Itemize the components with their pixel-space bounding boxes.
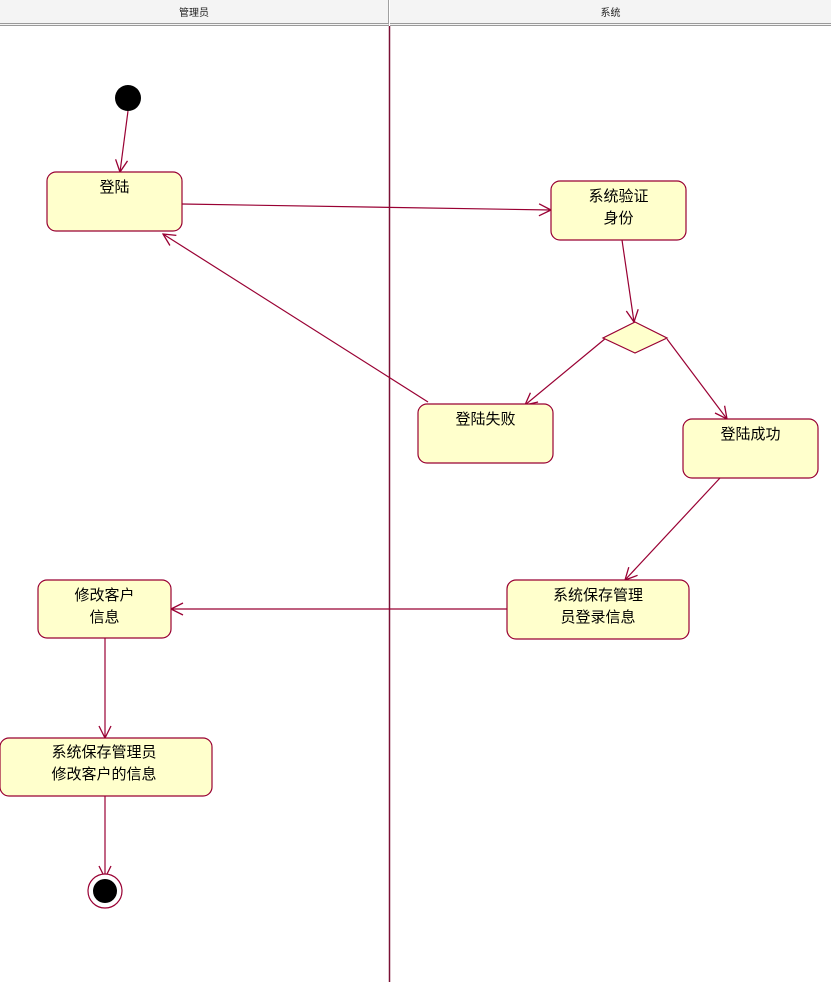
activity-verify-label-line2: 身份: [603, 209, 633, 227]
activity-modify-customer-info[interactable]: 修改客户 信息: [37, 579, 172, 639]
activity-login-success[interactable]: 登陆成功: [682, 418, 819, 479]
activity-login-label: 登陆: [99, 178, 129, 196]
swimlane-header-admin: 管理员: [0, 0, 389, 26]
activity-modify-customer-label-line1: 修改客户: [74, 586, 134, 604]
activity-login[interactable]: 登陆: [46, 171, 183, 232]
transition-success-to-save-login: [625, 477, 721, 580]
activity-verify-label-line1: 系统验证: [588, 187, 648, 205]
activity-save-login-info[interactable]: 系统保存管理 员登录信息: [506, 579, 690, 640]
swimlane-label-admin: 管理员: [179, 8, 209, 19]
transition-start-to-login: [120, 110, 129, 172]
activity-save-login-label-line2: 员登录信息: [560, 608, 635, 626]
transition-decision-to-fail: [525, 337, 607, 405]
activity-save-modified-label-line1: 系统保存管理员: [51, 743, 156, 761]
final-node: [87, 873, 123, 909]
transition-verify-to-decision: [621, 239, 634, 322]
transitions: [105, 110, 727, 878]
activity-login-failed[interactable]: 登陆失败: [417, 403, 554, 464]
activity-login-success-label: 登陆成功: [720, 425, 780, 443]
activity-modify-customer-label-line2: 信息: [89, 608, 119, 626]
transition-fail-to-login: [163, 234, 429, 403]
transition-decision-to-success: [666, 338, 727, 419]
transition-login-to-verify: [181, 204, 551, 210]
activity-save-modified-label-line2: 修改客户的信息: [51, 765, 156, 783]
activity-save-modified-info[interactable]: 系统保存管理员 修改客户的信息: [0, 737, 213, 797]
activity-login-failed-label: 登陆失败: [455, 410, 515, 428]
decision-node: [601, 321, 669, 354]
activity-verify-identity[interactable]: 系统验证 身份: [550, 180, 687, 241]
swimlane-header-system: 系统: [390, 0, 831, 26]
initial-node: [115, 85, 141, 111]
swimlane-label-system: 系统: [600, 8, 621, 19]
activity-save-login-label-line1: 系统保存管理: [553, 586, 643, 604]
